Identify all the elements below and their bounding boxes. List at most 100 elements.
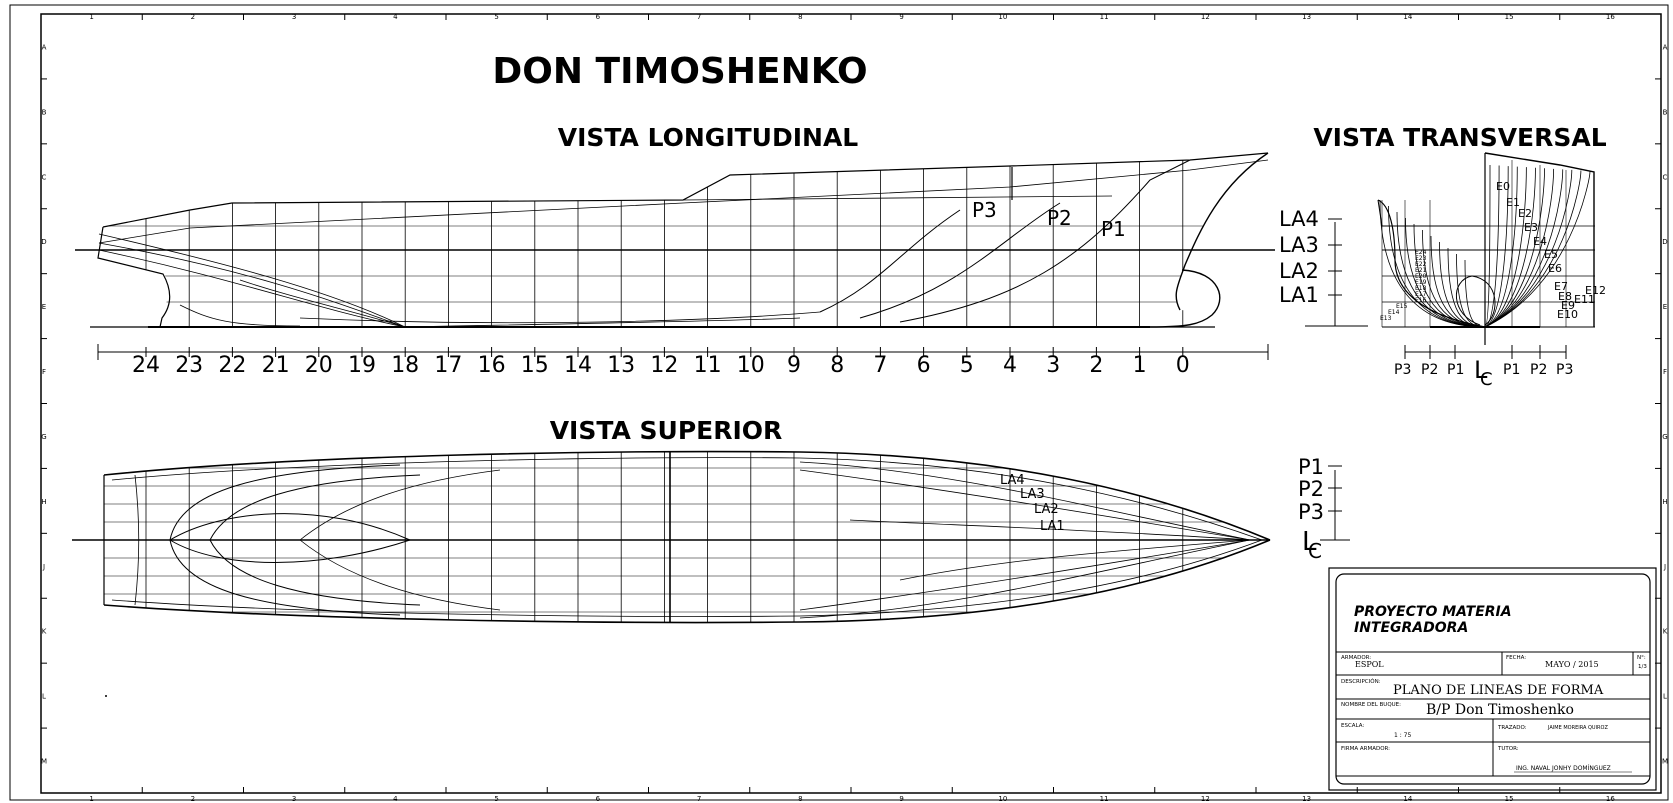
fore-section-curve bbox=[1484, 170, 1582, 328]
waterline-label-la1: LA1 bbox=[1279, 283, 1319, 307]
plan-skeg-upper bbox=[169, 513, 411, 541]
station-label: 21 bbox=[262, 353, 290, 378]
border-col-label-bottom: 3 bbox=[292, 795, 296, 803]
plan-wl-aft-2 bbox=[209, 474, 421, 541]
border-col-label-top: 7 bbox=[697, 13, 701, 21]
border-col-label-bottom: 12 bbox=[1201, 795, 1210, 803]
border-col-label-top: 6 bbox=[596, 13, 601, 21]
plan-wl-LA3b bbox=[799, 539, 1251, 619]
station-label: 12 bbox=[650, 353, 678, 378]
fore-station-label-e1: E1 bbox=[1506, 196, 1520, 209]
aft-station-label-e21: E21 bbox=[1415, 267, 1427, 274]
view-title-transversal: VISTA TRANSVERSAL bbox=[1313, 123, 1606, 152]
station-label: 2 bbox=[1089, 353, 1103, 378]
border-row-label-right: G bbox=[1662, 433, 1667, 441]
station-label: 8 bbox=[830, 353, 844, 378]
border-row-label-left: K bbox=[42, 628, 47, 636]
tutor-value: ING. NAVAL JONHY DOMÍNGUEZ bbox=[1516, 765, 1611, 772]
aft-station-label-e22: E22 bbox=[1415, 261, 1427, 268]
border-col-label-bottom: 11 bbox=[1100, 795, 1109, 803]
border-col-label-top: 15 bbox=[1505, 13, 1514, 21]
border-row-label-left: F bbox=[42, 368, 46, 376]
plan-label-LA2: LA2 bbox=[1034, 502, 1059, 517]
station-label: 24 bbox=[132, 353, 160, 378]
border-col-label-bottom: 14 bbox=[1403, 795, 1412, 803]
tutor-label: TUTOR: bbox=[1497, 746, 1519, 752]
station-label: 5 bbox=[960, 353, 974, 378]
plan-wl-LA2 bbox=[799, 469, 1251, 541]
border-col-label-top: 16 bbox=[1606, 13, 1615, 21]
border-col-label-bottom: 13 bbox=[1302, 795, 1311, 803]
border-col-label-bottom: 6 bbox=[596, 795, 601, 803]
body-centerline-subscript: C bbox=[1480, 369, 1493, 390]
bow-stem bbox=[1175, 152, 1269, 311]
stern-buttock-3 bbox=[239, 279, 406, 328]
fore-section-curve bbox=[1484, 167, 1527, 328]
border-row-label-right: L bbox=[1663, 693, 1667, 701]
transom bbox=[97, 226, 171, 328]
border-row-label-left: J bbox=[42, 563, 45, 571]
plan-wl-aft-1b bbox=[169, 539, 401, 616]
fore-station-label-e5: E5 bbox=[1544, 248, 1558, 261]
plan-centerline-subscript: C bbox=[1308, 539, 1322, 563]
station-label: 11 bbox=[694, 353, 722, 378]
station-label: 7 bbox=[873, 353, 887, 378]
plan-buttock-label-p2: P2 bbox=[1298, 477, 1324, 501]
station-label: 16 bbox=[478, 353, 506, 378]
fore-section-curve bbox=[1484, 164, 1491, 328]
fore-section-curve bbox=[1484, 166, 1518, 328]
plan-label-LA3: LA3 bbox=[1020, 487, 1045, 502]
descripcion-value: PLANO DE LINEAS DE FORMA bbox=[1393, 683, 1604, 698]
aft-station-label-e18: E18 bbox=[1415, 285, 1427, 292]
deck-edge-line bbox=[98, 159, 1269, 244]
border-col-label-top: 10 bbox=[998, 13, 1007, 21]
aft-station-label-e15: E15 bbox=[1396, 303, 1408, 310]
body-centerline-symbol: L bbox=[1474, 356, 1488, 384]
station-label: 15 bbox=[521, 353, 549, 378]
border-col-label-top: 5 bbox=[494, 13, 498, 21]
border-row-label-left: A bbox=[42, 43, 47, 51]
body-buttock-ticks bbox=[1404, 345, 1567, 359]
plan-view bbox=[72, 450, 1271, 624]
escala-label: ESCALA: bbox=[1341, 723, 1364, 729]
border-row-label-left: G bbox=[41, 433, 46, 441]
plan-sweep-1 bbox=[299, 469, 501, 541]
border-col-label-bottom: 5 bbox=[494, 795, 498, 803]
fecha-label: FECHA: bbox=[1506, 655, 1526, 661]
border-reference-marks: 1122334455667788991010111112121313141415… bbox=[41, 13, 1668, 803]
profile-buttock-labels: P3 P2 P1 bbox=[972, 198, 1126, 241]
sheer-line bbox=[102, 152, 1269, 228]
aft-section-outer bbox=[1377, 199, 1486, 328]
stern-buttock-4 bbox=[98, 233, 406, 328]
border-col-label-top: 8 bbox=[798, 13, 802, 21]
border-col-label-bottom: 8 bbox=[798, 795, 802, 803]
plan-wl-LA3 bbox=[799, 461, 1251, 541]
fore-station-label-e9: E9 bbox=[1561, 299, 1575, 312]
border-col-label-top: 11 bbox=[1100, 13, 1109, 21]
border-col-label-top: 9 bbox=[899, 13, 903, 21]
fore-station-label-e0: E0 bbox=[1496, 180, 1510, 193]
fore-station-label-e11: E11 bbox=[1574, 293, 1595, 306]
station-label: 20 bbox=[305, 353, 333, 378]
fore-section-curve bbox=[1484, 169, 1564, 328]
aft-station-label-e20: E20 bbox=[1415, 273, 1427, 280]
buttock-P3 bbox=[819, 209, 961, 313]
border-row-label-left: B bbox=[42, 108, 47, 116]
border-col-label-top: 12 bbox=[1201, 13, 1210, 21]
plan-wl-aft-1 bbox=[169, 464, 401, 541]
escala-value: 1 : 75 bbox=[1394, 732, 1411, 739]
fore-station-label-e2: E2 bbox=[1518, 207, 1532, 220]
border-row-label-right: E bbox=[1663, 303, 1667, 311]
view-title-longitudinal: VISTA LONGITUDINAL bbox=[558, 123, 859, 152]
aft-station-label-e24: E24 bbox=[1415, 249, 1427, 256]
stern-diagonal bbox=[179, 304, 301, 327]
border-col-label-bottom: 2 bbox=[191, 795, 195, 803]
border-col-label-top: 1 bbox=[89, 13, 93, 21]
aft-section-curve bbox=[1379, 199, 1486, 328]
